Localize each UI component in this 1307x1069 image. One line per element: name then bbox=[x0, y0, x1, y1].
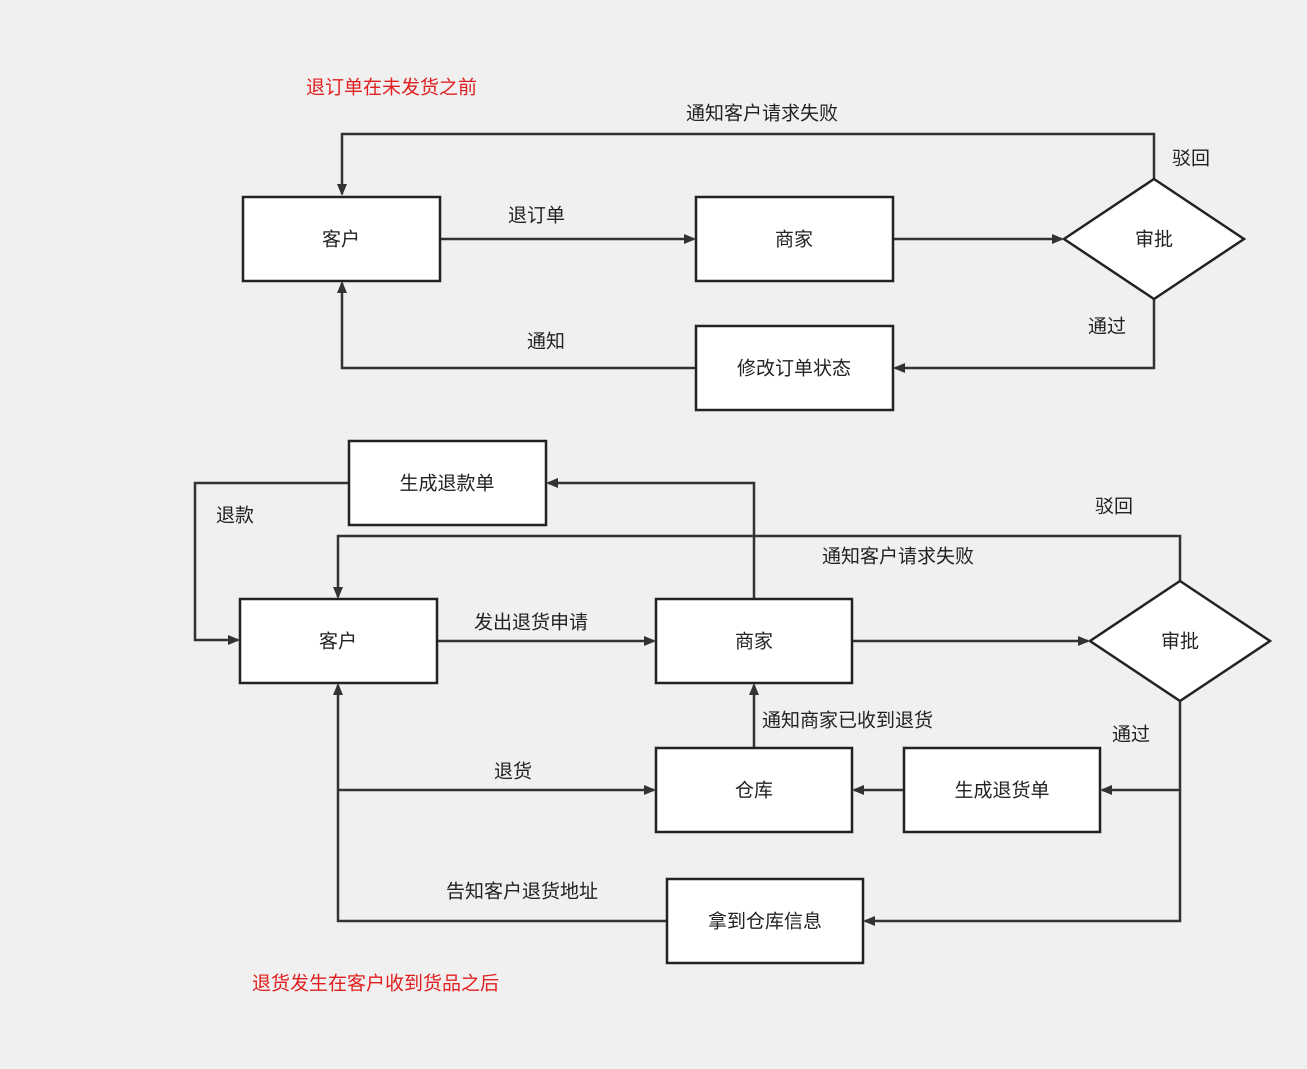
bottom-node-refund-slip: 生成退款单 bbox=[347, 439, 548, 527]
edge-get-info-to-customer bbox=[333, 683, 667, 923]
bottom-edge-tell-address-label: 告知客户退货地址 bbox=[446, 881, 598, 903]
top-modify-label: 修改订单状态 bbox=[737, 358, 851, 380]
bottom-customer-label: 客户 bbox=[319, 631, 357, 653]
top-node-merchant: 商家 bbox=[694, 195, 895, 283]
edge-refund-slip-to-customer bbox=[193, 481, 349, 645]
top-flow: 退订单在未发货之前 客户 商家 审批 修改订单状态 退订单 通知 通过 驳回 通… bbox=[241, 77, 1247, 412]
edge-merchant-to-refund-slip bbox=[546, 478, 756, 599]
bottom-approve-label: 审批 bbox=[1161, 631, 1199, 653]
bottom-edge-reject-label: 驳回 bbox=[1095, 496, 1133, 518]
bottom-warehouse-label: 仓库 bbox=[735, 780, 773, 802]
bottom-node-warehouse: 仓库 bbox=[654, 746, 854, 834]
bottom-edge-refund-label: 退款 bbox=[216, 505, 254, 527]
bottom-node-get-info: 拿到仓库信息 bbox=[665, 877, 865, 965]
edge-top-reject-to-customer bbox=[337, 132, 1156, 196]
top-edge-reject-label: 驳回 bbox=[1172, 148, 1210, 170]
bottom-get-info-label: 拿到仓库信息 bbox=[708, 910, 822, 933]
bottom-edge-pass-label: 通过 bbox=[1112, 724, 1150, 746]
top-node-approve: 审批 bbox=[1061, 177, 1247, 301]
bottom-edge-apply-return-label: 发出退货申请 bbox=[474, 612, 588, 634]
top-edge-cancel-order-label: 退订单 bbox=[508, 205, 565, 227]
edge-top-approve-to-modify bbox=[893, 299, 1156, 373]
bottom-merchant-label: 商家 bbox=[735, 631, 773, 653]
top-note: 退订单在未发货之前 bbox=[306, 77, 477, 99]
top-approve-label: 审批 bbox=[1135, 229, 1173, 251]
top-node-customer: 客户 bbox=[241, 195, 442, 283]
bottom-note: 退货发生在客户收到货品之后 bbox=[252, 973, 499, 995]
bottom-node-return-slip: 生成退货单 bbox=[902, 746, 1102, 834]
bottom-edge-notify-received-label: 通知商家已收到退货 bbox=[762, 710, 933, 732]
top-node-modify-status: 修改订单状态 bbox=[694, 324, 895, 412]
edge-approve-to-return-slip bbox=[1100, 701, 1182, 795]
bottom-edge-notify-fail-label: 通知客户请求失败 bbox=[822, 546, 974, 568]
top-edge-notify-fail-label: 通知客户请求失败 bbox=[686, 103, 838, 125]
edge-top-modify-to-customer bbox=[337, 281, 696, 370]
bottom-flow: 退货发生在客户收到货品之后 生成退款单 客户 商家 审批 bbox=[193, 439, 1273, 995]
bottom-node-merchant: 商家 bbox=[654, 597, 854, 685]
edge-bottom-reject-to-customer bbox=[333, 534, 1182, 599]
edge-approve-to-get-info bbox=[863, 790, 1182, 926]
bottom-edge-return-goods-label: 退货 bbox=[494, 761, 532, 783]
bottom-node-approve: 审批 bbox=[1087, 579, 1273, 703]
top-edge-pass-label: 通过 bbox=[1088, 316, 1126, 338]
bottom-return-slip-label: 生成退货单 bbox=[954, 780, 1049, 802]
top-edge-notify-label: 通知 bbox=[527, 331, 565, 353]
bottom-refund-slip-label: 生成退款单 bbox=[399, 473, 494, 495]
bottom-node-customer: 客户 bbox=[238, 597, 439, 685]
top-merchant-label: 商家 bbox=[775, 229, 813, 251]
top-customer-label: 客户 bbox=[322, 229, 360, 251]
